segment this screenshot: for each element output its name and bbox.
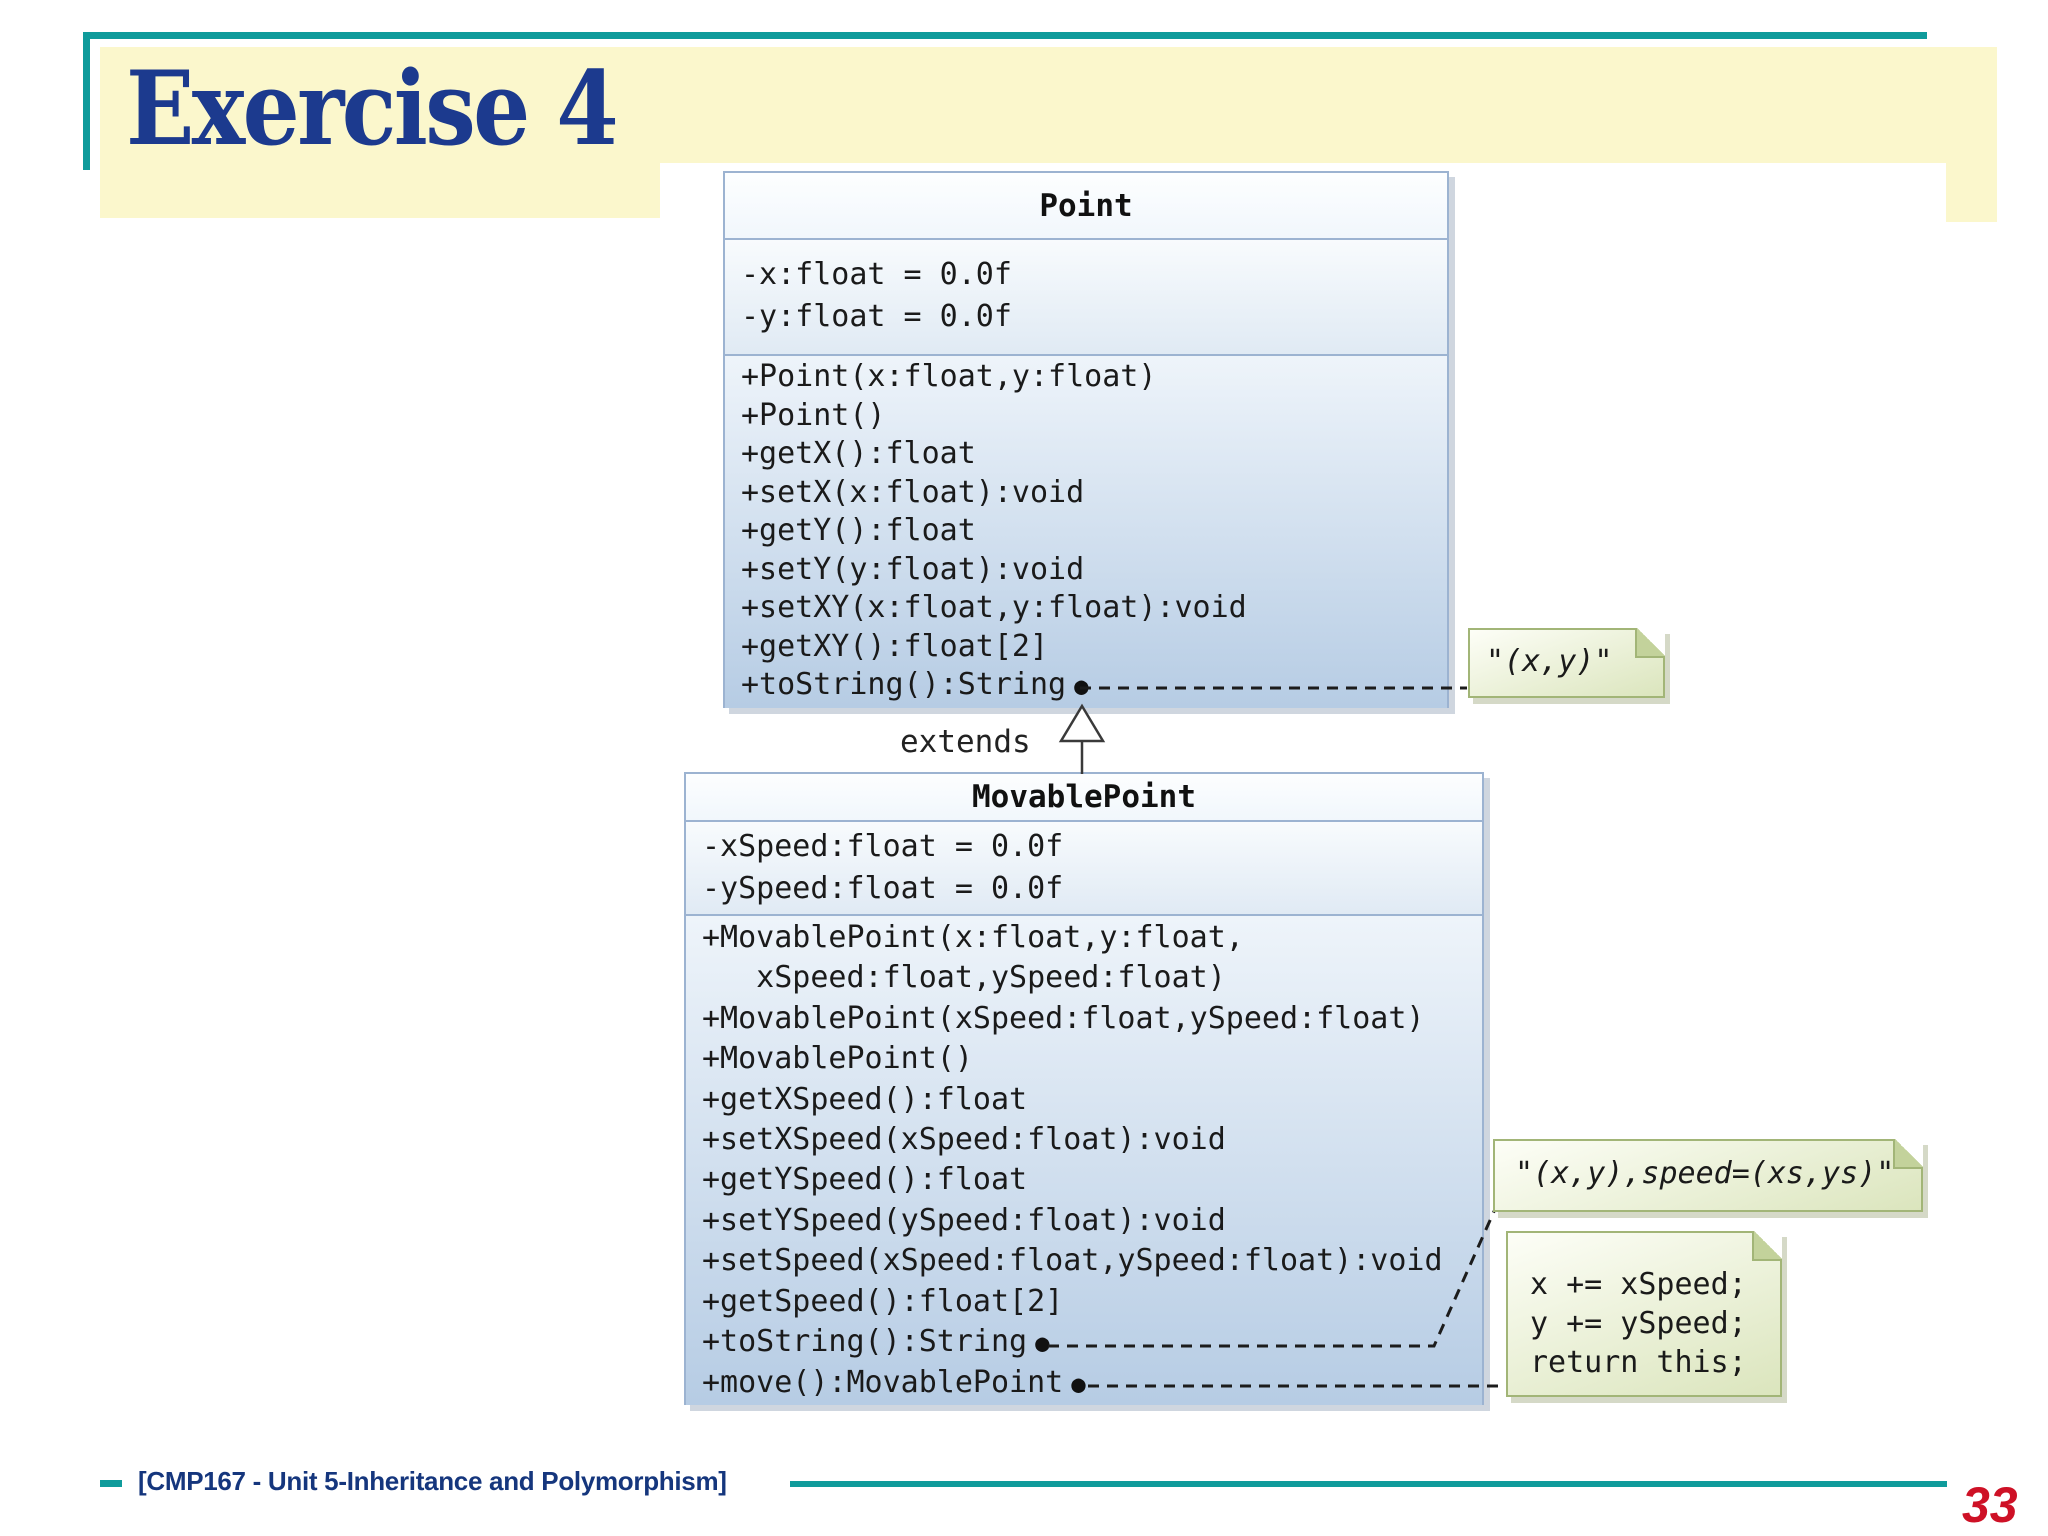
connector-dot xyxy=(1027,1322,1049,1363)
page-number: 33 xyxy=(1962,1477,2018,1533)
top-accent-rule xyxy=(86,32,1927,39)
title-banner-right-extension xyxy=(1946,160,1997,222)
uml-method-line: +setY(y:float):void xyxy=(741,551,1085,587)
note-text: "(x,y)" xyxy=(1486,644,1613,679)
class-name-point: Point xyxy=(725,173,1447,240)
uml-method-line: +toString():String xyxy=(741,666,1447,706)
attributes-compartment-movablepoint: -xSpeed:float = 0.0f -ySpeed:float = 0.0f xyxy=(686,822,1482,916)
methods-compartment-movablepoint: +MovablePoint(x:float,y:float, xSpeed:fl… xyxy=(686,916,1482,1405)
uml-method-line: +Point(x:float,y:float) xyxy=(741,359,1157,394)
note-mp-tostring: "(x,y),speed=(xs,ys)" xyxy=(1493,1139,1923,1212)
uml-method-line: +MovablePoint(xSpeed:float,ySpeed:float) xyxy=(702,1000,1425,1036)
uml-method-line: +setX(x:float):void xyxy=(741,474,1085,510)
uml-attribute-line: -ySpeed:float = 0.0f xyxy=(702,871,1064,906)
note-mp-move-code: x += xSpeed; y += ySpeed; return this; xyxy=(1506,1231,1782,1397)
uml-class-box-point: Point -x:float = 0.0f -y:float = 0.0f +Po… xyxy=(723,171,1449,708)
uml-method-line: +setSpeed(xSpeed:float,ySpeed:float):voi… xyxy=(702,1243,1443,1279)
uml-method-line: +getXSpeed():float xyxy=(702,1081,1028,1117)
uml-method-line: xSpeed:float,ySpeed:float) xyxy=(702,960,1226,996)
connector-dot xyxy=(1063,1363,1085,1404)
footer-course-label: [CMP167 - Unit 5-Inheritance and Polymor… xyxy=(138,1466,727,1496)
uml-method-line: +getY():float xyxy=(741,513,976,548)
uml-method-line: +setYSpeed(ySpeed:float):void xyxy=(702,1202,1226,1238)
methods-compartment-point: +Point(x:float,y:float)+Point()+getX():f… xyxy=(725,356,1447,708)
code-line: x += xSpeed; xyxy=(1530,1267,1747,1302)
title-banner xyxy=(100,47,1997,163)
uml-method-line: +getYSpeed():float xyxy=(702,1162,1028,1198)
code-line: y += ySpeed; xyxy=(1530,1306,1747,1341)
note-text: "(x,y),speed=(xs,ys)" xyxy=(1515,1156,1895,1191)
class-name-movablepoint: MovablePoint xyxy=(686,774,1482,822)
uml-method-line: +toString():String xyxy=(702,1322,1482,1363)
title-banner-left-extension xyxy=(100,160,660,218)
code-line: return this; xyxy=(1530,1345,1747,1380)
extends-label: extends xyxy=(900,724,1031,760)
footer-rule xyxy=(790,1481,1947,1487)
connector-dot xyxy=(1066,666,1088,706)
uml-method-line: +Point() xyxy=(741,397,886,433)
uml-method-line: +MovablePoint(x:float,y:float, xyxy=(702,920,1244,955)
uml-method-line: +setXSpeed(xSpeed:float):void xyxy=(702,1122,1226,1158)
attributes-compartment-point: -x:float = 0.0f -y:float = 0.0f xyxy=(725,240,1447,356)
uml-method-line: +getX():float xyxy=(741,436,976,471)
extends-arrowhead-icon xyxy=(1058,703,1106,743)
note-point-tostring: "(x,y)" xyxy=(1468,628,1665,698)
left-accent-rule xyxy=(83,32,90,170)
uml-method-line: +setXY(x:float,y:float):void xyxy=(741,590,1247,625)
uml-attribute-line: -y:float = 0.0f xyxy=(741,299,1012,334)
uml-method-line: +MovablePoint() xyxy=(702,1041,973,1077)
uml-attribute-line: -x:float = 0.0f xyxy=(741,257,1012,292)
uml-method-line: +getXY():float[2] xyxy=(741,628,1049,664)
uml-class-box-movablepoint: MovablePoint -xSpeed:float = 0.0f -ySpeed… xyxy=(684,772,1484,1405)
uml-method-line: +move():MovablePoint xyxy=(702,1363,1482,1404)
footer-dash xyxy=(100,1480,122,1487)
uml-method-line: +getSpeed():float[2] xyxy=(702,1283,1064,1319)
uml-attribute-line: -xSpeed:float = 0.0f xyxy=(702,829,1064,864)
page-title: Exercise 4 xyxy=(126,49,619,169)
